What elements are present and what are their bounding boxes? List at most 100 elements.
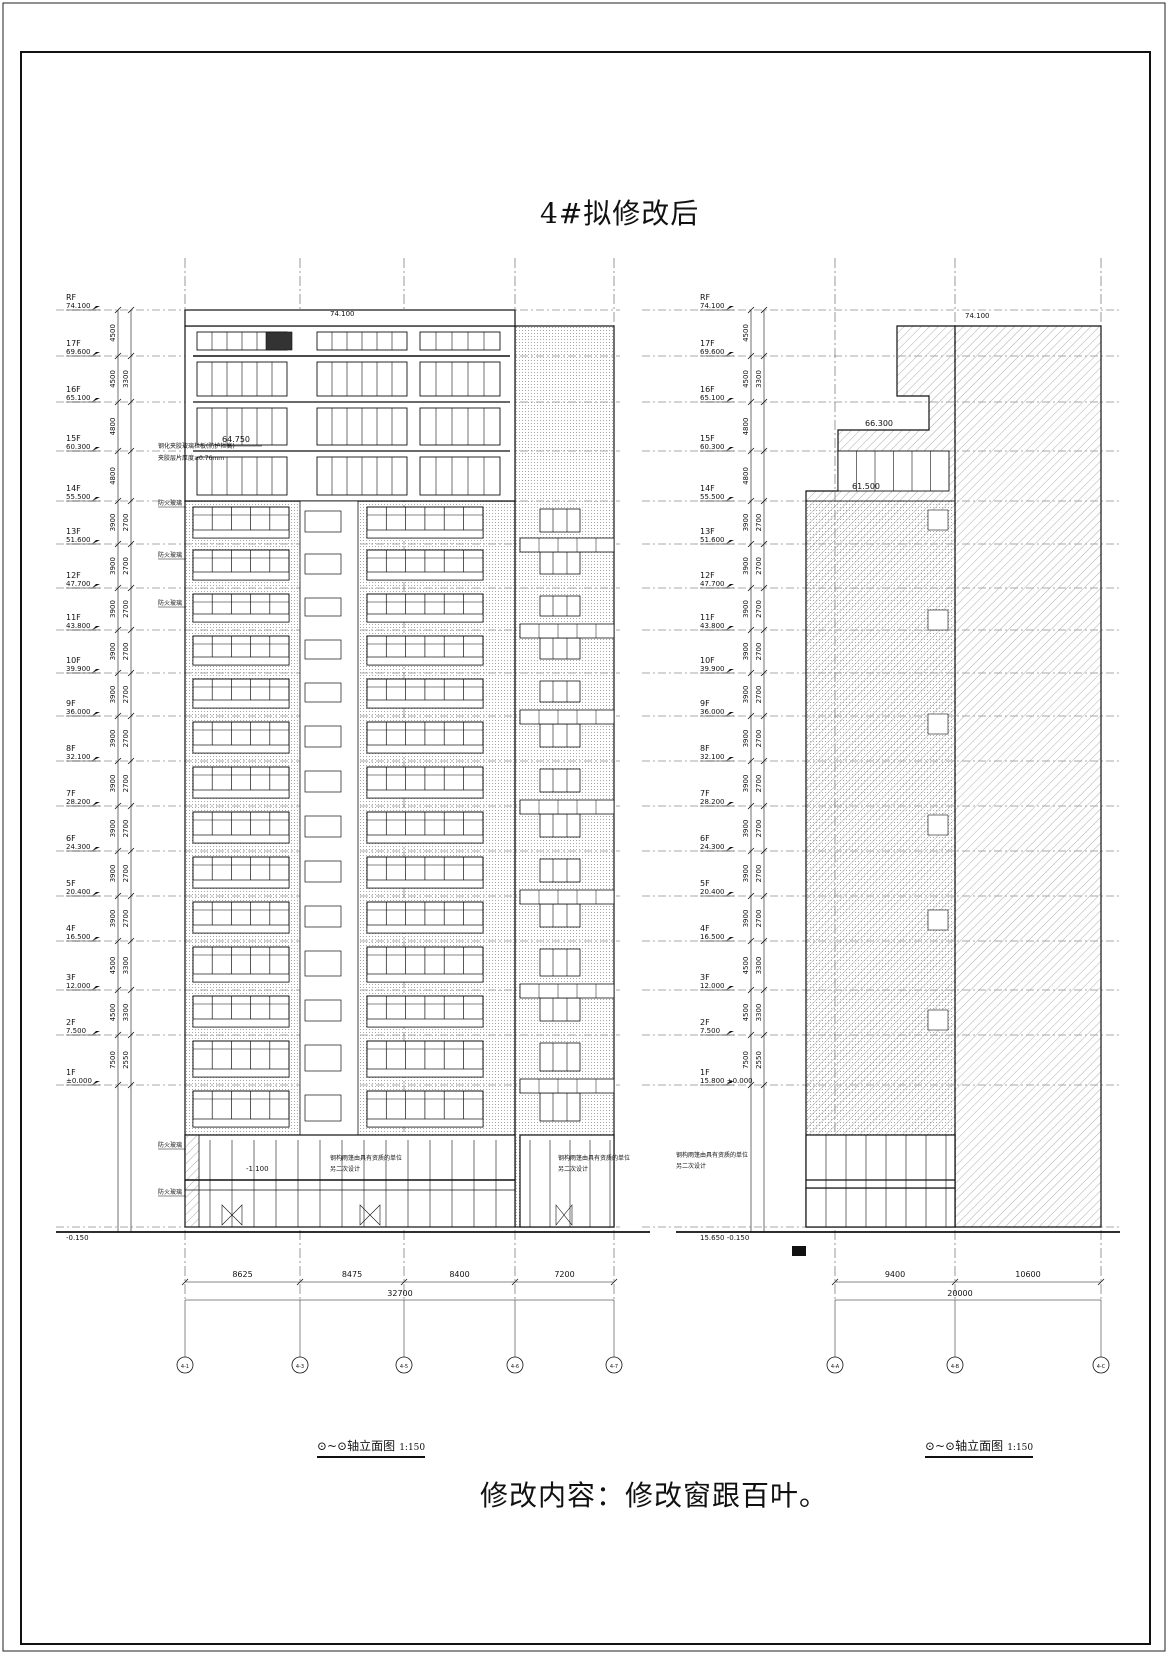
sub-height-dimension: 2700 — [122, 686, 130, 704]
modification-note: 修改内容：修改窗跟百叶。 — [480, 1479, 829, 1512]
level-marker-icon — [726, 540, 734, 544]
stair-window — [304, 553, 342, 575]
shopfront-base — [184, 1134, 516, 1228]
floor-elevation-label: 55.500 — [66, 493, 91, 501]
level-marker-icon — [92, 447, 100, 451]
axis-bubble-label: 4-A — [831, 1364, 840, 1370]
floor-name-label: 2F — [66, 1018, 76, 1027]
storey-height-dimension: 3900 — [742, 865, 750, 883]
floor-elevation-label: 39.900 — [700, 665, 725, 673]
storey-height-dimension: 3900 — [742, 514, 750, 532]
dimension-tick — [760, 352, 768, 360]
storey-height-dimension: 3900 — [742, 910, 750, 928]
sub-height-dimension: 2700 — [755, 600, 763, 618]
floor-name-label: 10F — [66, 656, 81, 665]
dimension-tick — [760, 1081, 768, 1089]
annotation-text: 防火玻璃 — [158, 551, 182, 559]
floor-name-label: 15F — [66, 434, 81, 443]
annotation-text: 另二次设计 — [676, 1162, 706, 1170]
sub-height-dimension: 3300 — [122, 1004, 130, 1022]
floor-elevation-label: 43.800 — [700, 622, 725, 630]
axis-bubble-label: 4-3 — [296, 1364, 304, 1370]
balcony-rail — [366, 879, 484, 889]
stair-window — [304, 1094, 342, 1122]
span-dimension-label: 8625 — [232, 1270, 252, 1279]
storey-height-dimension: 4500 — [742, 324, 750, 342]
dimension-tick — [747, 584, 755, 592]
dimension-tick — [747, 986, 755, 994]
level-marker-icon — [92, 626, 100, 630]
tower-balcony — [519, 709, 615, 725]
shopfront-side-hatch — [184, 1134, 200, 1228]
tower-balcony — [519, 799, 615, 815]
level-marker-icon — [726, 1031, 734, 1035]
sub-height-dimension: 2550 — [122, 1051, 130, 1069]
tower-balcony — [519, 537, 615, 553]
dimension-tick — [296, 1278, 304, 1286]
dimension-tick — [127, 497, 135, 505]
sub-height-dimension: 2700 — [755, 557, 763, 575]
storey-height-dimension: 4800 — [109, 467, 117, 485]
level-marker-icon — [726, 669, 734, 673]
axis-bubble-label: 4-B — [951, 1364, 960, 1370]
stair-window — [304, 860, 342, 883]
stair-window — [304, 815, 342, 838]
balcony-rail — [366, 613, 484, 623]
floor-name-label: 9F — [66, 699, 76, 708]
floor-name-label: 15F — [700, 434, 715, 443]
dimension-tick — [760, 497, 768, 505]
dimension-tick — [747, 306, 755, 314]
sub-height-dimension: 2700 — [755, 910, 763, 928]
floor-name-label: 14F — [66, 484, 81, 493]
sub-height-dimension: 2700 — [755, 686, 763, 704]
total-dimension-label: 32700 — [387, 1289, 412, 1298]
level-marker-icon — [726, 847, 734, 851]
tower-window — [539, 1092, 581, 1122]
floor-name-label: 2F — [700, 1018, 710, 1027]
storey-height-dimension: 3900 — [109, 600, 117, 618]
span-dimension-label: 7200 — [554, 1270, 574, 1279]
dimension-tick — [114, 352, 122, 360]
dimension-tick — [127, 1031, 135, 1039]
sub-height-dimension: 2700 — [122, 600, 130, 618]
upper-window — [419, 361, 501, 397]
annotation-text: 钢构雨篷由具有资质的单位 — [558, 1154, 630, 1162]
tower-window — [539, 948, 581, 977]
dimension-tick — [114, 892, 122, 900]
dimension-tick — [127, 447, 135, 455]
floor-elevation-label: 47.700 — [66, 580, 91, 588]
balcony-rail — [192, 1118, 290, 1128]
dimension-tick — [760, 584, 768, 592]
floor-elevation-label: ±0.000 — [66, 1077, 92, 1085]
dimension-tick — [127, 986, 135, 994]
floor-name-label: 6F — [66, 834, 76, 843]
balcony-rail — [366, 1068, 484, 1078]
upper-window — [419, 456, 501, 496]
side-balcony — [927, 509, 949, 531]
annotation-text: 钢化夹胶玻璃栏板(防护栏高) — [158, 442, 235, 450]
floor-elevation-label: 51.600 — [66, 536, 91, 544]
floor-elevation-label: 69.600 — [66, 348, 91, 356]
dimension-tick — [114, 1081, 122, 1089]
balcony-rail — [366, 1118, 484, 1128]
side-wall-hatched — [954, 325, 1102, 1228]
level-marker-icon — [726, 712, 734, 716]
canopy-bracket-icon — [792, 1246, 806, 1256]
floor-elevation-label: 24.300 — [700, 843, 725, 851]
sub-height-dimension: 3300 — [122, 370, 130, 388]
sub-height-dimension: 2700 — [755, 514, 763, 532]
level-marker-icon — [726, 306, 734, 310]
side-balcony — [927, 1009, 949, 1031]
balcony-rail — [192, 924, 290, 934]
floor-name-label: 8F — [700, 744, 710, 753]
floor-elevation-label: 74.100 — [700, 302, 725, 310]
storey-height-dimension: 4500 — [109, 957, 117, 975]
dimension-tick — [114, 669, 122, 677]
sub-height-dimension: 3300 — [755, 370, 763, 388]
dimension-tick — [127, 584, 135, 592]
storey-height-dimension: 3900 — [109, 910, 117, 928]
left-caption-scale: 1:150 — [399, 1443, 426, 1453]
